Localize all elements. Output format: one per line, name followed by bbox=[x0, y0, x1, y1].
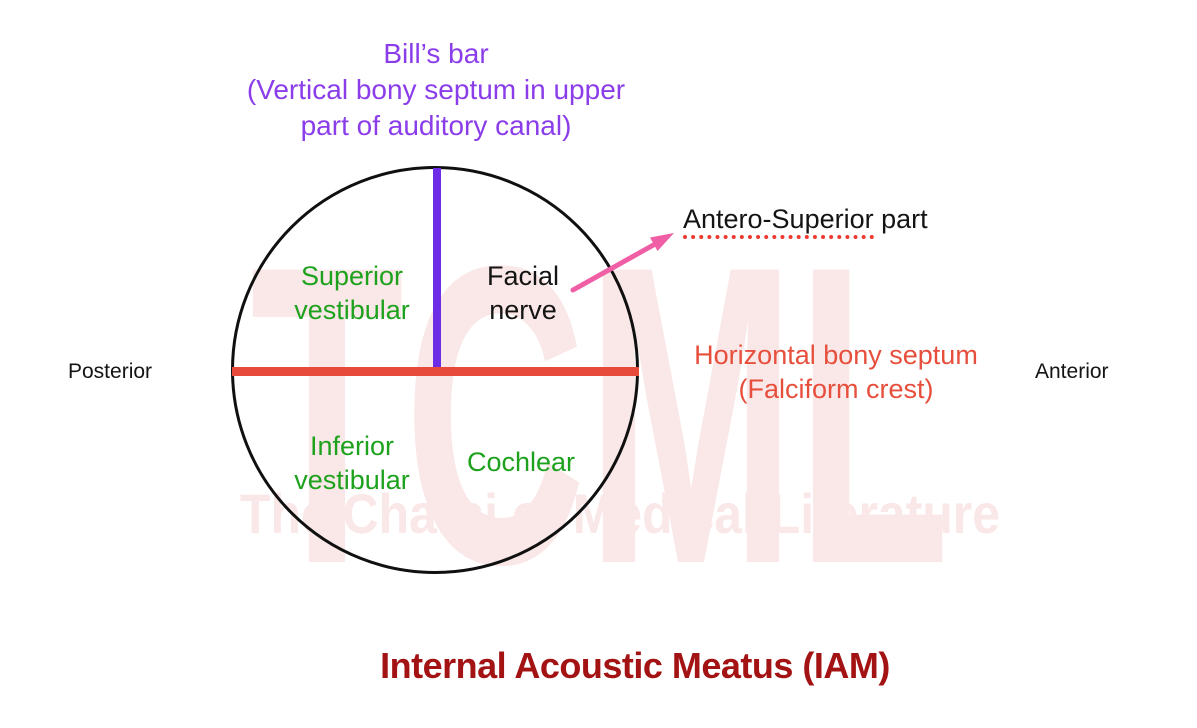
horizontal-septum-label: Horizontal bony septum (Falciform crest) bbox=[661, 338, 1011, 406]
antero-superior-label: Antero-Superior part bbox=[683, 204, 928, 239]
horizontal-septum-line1: Horizontal bony septum bbox=[694, 340, 978, 370]
superior-vestibular-label: Superior vestibular bbox=[252, 259, 452, 327]
bills-bar-label-line3: part of auditory canal) bbox=[300, 110, 572, 141]
cochlear-label: Cochlear bbox=[421, 445, 621, 479]
annotation-arrow-shaft bbox=[570, 240, 660, 293]
bills-bar-label-line2: (Vertical bony septum in upper bbox=[246, 74, 626, 105]
superior-vestibular-line2: vestibular bbox=[294, 295, 410, 325]
facial-nerve-label: Facial nerve bbox=[423, 259, 623, 327]
falciform-crest-line bbox=[232, 367, 639, 376]
posterior-label: Posterior bbox=[68, 360, 153, 383]
inferior-vestibular-line1: Inferior bbox=[309, 431, 395, 461]
horizontal-septum-line2: (Falciform crest) bbox=[738, 374, 934, 404]
diagram-title: Internal Acoustic Meatus (IAM) bbox=[380, 645, 890, 686]
superior-vestibular-line1: Superior bbox=[300, 261, 404, 291]
bills-bar-label-line1: Bill’s bar bbox=[383, 38, 489, 69]
bills-bar-line bbox=[433, 168, 441, 371]
annotation-arrow-head bbox=[650, 233, 674, 251]
antero-superior-underlined: Antero-Superior bbox=[683, 204, 874, 239]
inferior-vestibular-label: Inferior vestibular bbox=[252, 429, 452, 497]
cochlear-label-text: Cochlear bbox=[466, 447, 576, 477]
facial-nerve-line2: nerve bbox=[489, 295, 557, 325]
facial-nerve-line1: Facial bbox=[486, 261, 560, 291]
antero-superior-rest: part bbox=[873, 204, 928, 234]
anterior-label: Anterior bbox=[1035, 360, 1109, 383]
bills-bar-label: Bill’s bar (Vertical bony septum in uppe… bbox=[186, 36, 686, 144]
inferior-vestibular-line2: vestibular bbox=[294, 465, 410, 495]
